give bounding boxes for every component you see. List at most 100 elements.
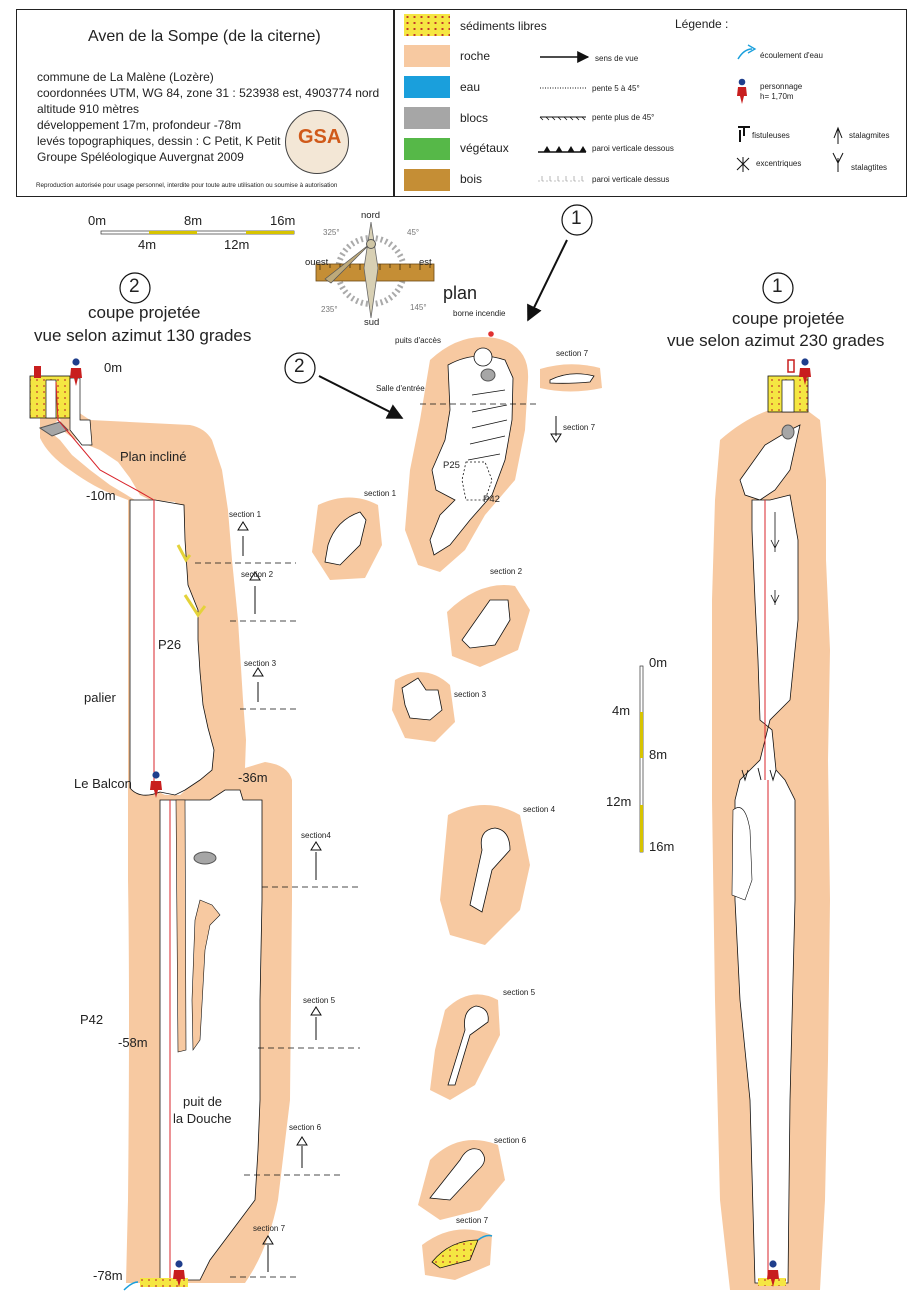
legend-stalagmites: stalagmites	[849, 131, 890, 140]
left-section-drawing	[29, 366, 360, 1291]
legend-wood: bois	[460, 172, 483, 186]
swatch-wood	[404, 169, 450, 191]
scale-12m: 12m	[224, 237, 250, 252]
compass-235: 235°	[321, 305, 338, 314]
scale-0m: 0m	[88, 213, 107, 228]
compass-north: nord	[361, 210, 381, 221]
plan-section-6: section 6	[494, 1136, 527, 1145]
plan-section-shapes	[312, 497, 530, 1280]
left-plan-incline: Plan incliné	[120, 449, 187, 464]
legend-title: Légende :	[675, 17, 729, 31]
legend-blocks: blocs	[460, 111, 489, 125]
left-heading-1: coupe projetée	[88, 303, 201, 322]
left-p26: P26	[158, 637, 182, 652]
left-section-4: section4	[301, 831, 331, 840]
right-heading-2: vue selon azimut 230 grades	[667, 331, 885, 350]
legend-view-direction: sens de vue	[595, 54, 639, 63]
vscale-8m: 8m	[649, 747, 668, 762]
left-section-6: section 6	[289, 1123, 322, 1132]
legend-sediment: sédiments libres	[460, 19, 547, 33]
person-icon-balcon	[150, 771, 162, 798]
compass-rose	[315, 221, 435, 319]
legend-symbols	[538, 44, 844, 182]
legend-stalagtites: stalagtites	[851, 163, 888, 172]
gsa-logo-text: GSA	[298, 126, 342, 148]
legend-block	[394, 9, 907, 197]
plan-salle-entree: Salle d'entrée	[376, 384, 425, 393]
compass-west: ouest	[305, 257, 329, 268]
plan-p42: P42	[483, 494, 500, 505]
title: Aven de la Sompe (de la citerne)	[88, 28, 321, 45]
vertical-scale-bar	[639, 665, 644, 853]
left-section-5: section 5	[303, 996, 336, 1005]
legend-slope-45: pente plus de 45°	[592, 113, 655, 122]
vscale-4m: 4m	[612, 703, 631, 718]
legend-person-icon	[737, 78, 747, 104]
legend-wall-above: paroi verticale dessus	[592, 175, 670, 184]
legend-excentriques: excentriques	[756, 159, 802, 168]
left-le-balcon: Le Balcon	[74, 776, 132, 791]
plan-title: plan	[443, 283, 478, 303]
legend-fistuleuses: fistuleuses	[752, 131, 790, 140]
legend-water: eau	[460, 80, 481, 94]
person-icon-left-top	[70, 358, 82, 386]
view-number-2-plan: 2	[294, 356, 305, 377]
info-line-6: Groupe Spéléologique Auvergnat 2009	[37, 150, 244, 164]
plan-borne-incendie: borne incendie	[453, 309, 506, 318]
right-section-drawing	[712, 359, 830, 1290]
legend-person: personnage	[760, 82, 803, 91]
plan-section-5: section 5	[503, 988, 536, 997]
scale-16m: 16m	[270, 213, 296, 228]
swatch-sediment	[404, 14, 450, 36]
plan-p25: P25	[443, 460, 460, 471]
left-palier: palier	[84, 690, 116, 705]
info-line-4: développement 17m, profondeur -78m	[37, 118, 242, 132]
plan-section-4: section 4	[523, 805, 556, 814]
person-icon-right-bottom	[767, 1260, 779, 1287]
compass-east: est	[419, 257, 432, 268]
plan-drawing	[312, 331, 602, 1280]
left-section-3: section 3	[244, 659, 277, 668]
legend-vegetation: végétaux	[460, 141, 509, 155]
left-depth-36m: -36m	[238, 770, 268, 785]
legend-person-height: h= 1,70m	[760, 92, 794, 101]
swatch-water	[404, 76, 450, 98]
legend-wall-below: paroi verticale dessous	[592, 144, 674, 153]
reproduction-note: Reproduction autorisée pour usage person…	[36, 182, 338, 189]
left-heading-2: vue selon azimut 130 grades	[34, 326, 252, 345]
left-puit-de: puit de	[183, 1094, 223, 1109]
plan-section-7-arrow: section 7	[563, 423, 596, 432]
left-depth-58m: -58m	[118, 1035, 148, 1050]
person-icon-bottom	[173, 1260, 185, 1287]
compass-145: 145°	[410, 303, 427, 312]
view-number-1-right: 1	[772, 276, 783, 297]
compass-325: 325°	[323, 228, 340, 237]
vscale-16m: 16m	[649, 839, 675, 854]
right-heading-1: coupe projetée	[732, 309, 845, 328]
left-depth-10m: -10m	[86, 488, 116, 503]
plan-section-3: section 3	[454, 690, 487, 699]
view-arrows	[119, 204, 794, 419]
left-p42: P42	[80, 1012, 104, 1027]
scale-4m: 4m	[138, 237, 157, 252]
swatch-rock	[404, 45, 450, 67]
legend-water-flow: écoulement d'eau	[760, 51, 823, 60]
info-line-2: coordonnées UTM, WG 84, zone 31 : 523938…	[37, 86, 380, 100]
left-section-2: section 2	[241, 570, 274, 579]
left-la-douche: la Douche	[173, 1111, 232, 1126]
swatch-vegetation	[404, 138, 450, 160]
person-icon-right-top	[799, 358, 811, 385]
plan-section-1: section 1	[364, 489, 397, 498]
view-number-1-top: 1	[571, 208, 582, 229]
plan-section-7: section 7	[456, 1216, 489, 1225]
plan-puits-acces: puits d'accès	[395, 336, 441, 345]
gsa-logo	[285, 110, 349, 174]
view-number-2-left: 2	[129, 276, 140, 297]
info-line-1: commune de La Malène (Lozère)	[37, 70, 214, 84]
left-section-7: section 7	[253, 1224, 286, 1233]
left-section-1: section 1	[229, 510, 262, 519]
left-depth-78m: -78m	[93, 1268, 123, 1283]
swatch-blocks	[404, 107, 450, 129]
vscale-12m: 12m	[606, 794, 632, 809]
